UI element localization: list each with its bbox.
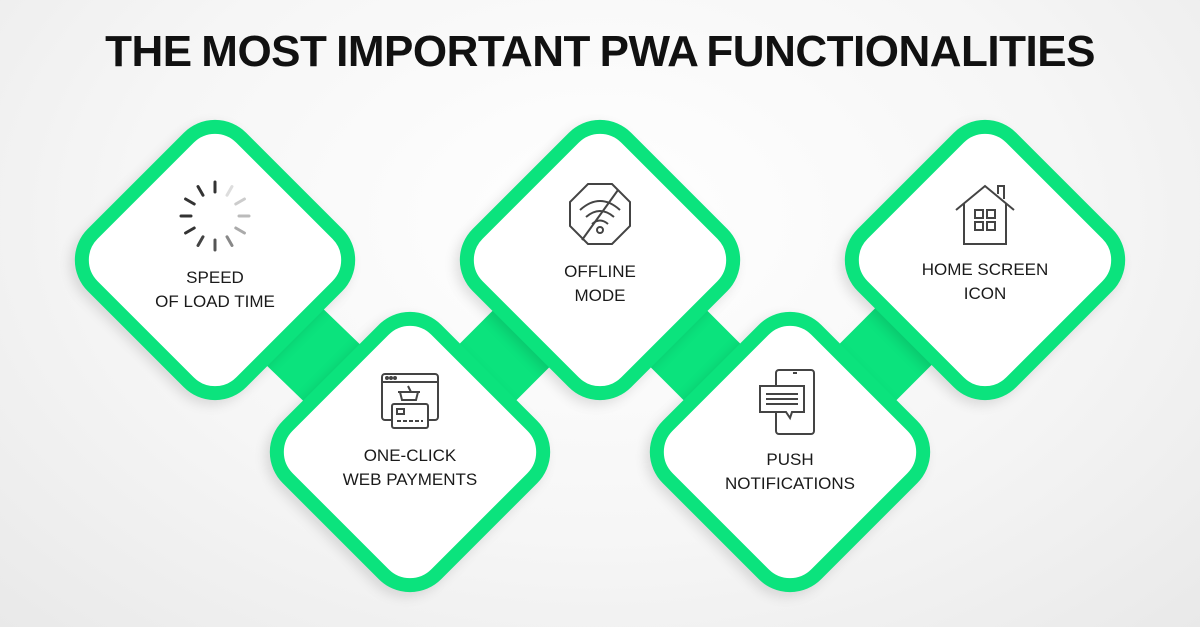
item-speed: SPEED OF LOAD TIME — [115, 178, 315, 314]
item-label-line2: ICON — [963, 284, 1007, 303]
page-title: THE MOST IMPORTANT PWA FUNCTIONALITIES — [105, 27, 1095, 76]
item-label-line1: SPEED — [186, 268, 244, 287]
item-label-line1: OFFLINE — [564, 262, 636, 281]
item-payments: ONE-CLICK WEB PAYMENTS — [310, 372, 510, 492]
phone-notification-icon — [759, 369, 815, 435]
item-label-line2: MODE — [574, 286, 626, 305]
item-offline: OFFLINE MODE — [500, 180, 700, 308]
item-label-line1: HOME SCREEN — [921, 260, 1049, 279]
item-label-line1: PUSH — [766, 450, 814, 469]
item-label-line2: OF LOAD TIME — [155, 292, 275, 311]
item-home: HOME SCREEN ICON — [885, 182, 1085, 306]
item-label-line2: WEB PAYMENTS — [342, 470, 478, 489]
wifi-off-icon — [569, 183, 631, 245]
item-push: PUSH NOTIFICATIONS — [690, 368, 890, 496]
item-label-line2: NOTIFICATIONS — [724, 474, 855, 493]
loading-spinner-icon — [179, 180, 251, 252]
home-icon — [955, 184, 1015, 245]
payment-card-icon — [381, 373, 439, 429]
item-label-line1: ONE-CLICK — [363, 446, 457, 465]
